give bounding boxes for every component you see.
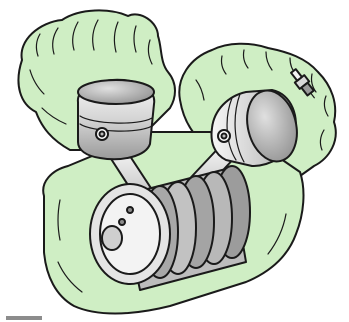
crankshaft-front-disc	[90, 184, 170, 284]
left-piston	[78, 80, 154, 159]
shaft-stub	[6, 316, 42, 320]
